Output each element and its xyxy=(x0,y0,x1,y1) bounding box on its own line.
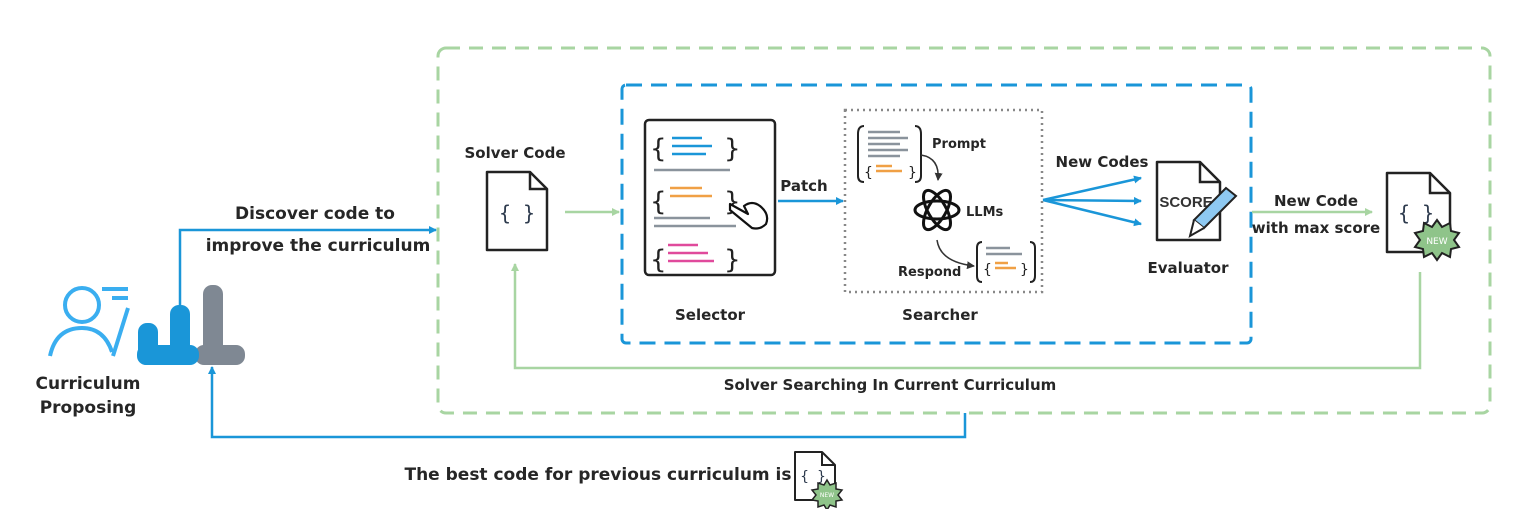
new-badge-icon: NEW xyxy=(1413,218,1461,262)
best-code-label: The best code for previous curriculum is xyxy=(404,465,791,485)
new-codes-arrows xyxy=(1042,175,1142,227)
evaluator-label: Evaluator xyxy=(1148,259,1230,277)
loop-caption: Solver Searching In Current Curriculum xyxy=(724,376,1057,394)
discover-arrow xyxy=(178,226,437,305)
new-code-label-1: New Code xyxy=(1274,192,1358,210)
svg-text:}: } xyxy=(908,165,917,181)
curriculum-label-1: Curriculum xyxy=(36,374,141,394)
prompt-document-icon: { } xyxy=(857,125,922,183)
evaluator-score-document-icon: SCORE xyxy=(1155,160,1238,242)
solver-code-document-icon: { } xyxy=(485,170,549,252)
prompt-label: Prompt xyxy=(932,137,986,152)
svg-text:}: } xyxy=(724,245,741,275)
curriculum-loop-box xyxy=(436,46,1492,415)
svg-text:NEW: NEW xyxy=(820,492,834,499)
svg-text:{ }: { } xyxy=(800,469,825,485)
searcher-label: Searcher xyxy=(902,306,978,324)
respond-arrow xyxy=(936,239,975,270)
svg-text:{ }: { } xyxy=(1398,201,1434,225)
new-code-document-icon: { } NEW xyxy=(1385,171,1461,262)
bar-chart-icon xyxy=(137,285,245,365)
llms-label: LLMs xyxy=(966,205,1004,220)
searcher-box xyxy=(843,108,1044,294)
llm-logo-icon xyxy=(913,188,961,232)
curriculum-label-2: Proposing xyxy=(40,398,137,418)
search-loop-box xyxy=(620,83,1253,345)
patch-label: Patch xyxy=(780,177,827,195)
svg-text:{: { xyxy=(650,134,667,164)
pencil-icon xyxy=(1188,186,1238,239)
new-code-label-2: with max score xyxy=(1252,219,1380,237)
svg-text:{: { xyxy=(864,165,873,181)
svg-text:{ }: { } xyxy=(499,201,535,225)
selector-panel: {} {} {} xyxy=(643,118,777,277)
svg-text:}: } xyxy=(724,134,741,164)
solver-feedback-arrow xyxy=(511,263,1422,370)
svg-text:}: } xyxy=(1020,262,1029,278)
response-document-icon: { } xyxy=(976,241,1036,283)
prompt-arrow xyxy=(920,154,943,181)
pointing-hand-icon xyxy=(728,201,769,230)
svg-text:{: { xyxy=(650,245,667,275)
discover-label-1: Discover code to xyxy=(235,204,395,224)
svg-text:NEW: NEW xyxy=(1426,237,1447,247)
curriculum-feedback-arrow xyxy=(208,366,967,439)
selector-label: Selector xyxy=(675,306,746,324)
person-icon xyxy=(48,286,130,357)
discover-label-2: improve the curriculum xyxy=(206,236,431,256)
solver-code-label: Solver Code xyxy=(464,144,565,162)
best-code-document-icon: { } NEW xyxy=(794,451,844,509)
svg-text:SCORE: SCORE xyxy=(1159,194,1212,211)
new-badge-small-icon: NEW xyxy=(810,478,844,509)
respond-label: Respond xyxy=(898,265,961,280)
svg-text:{: { xyxy=(650,187,667,217)
svg-text:{: { xyxy=(983,262,992,278)
new-codes-label: New Codes xyxy=(1056,153,1149,171)
